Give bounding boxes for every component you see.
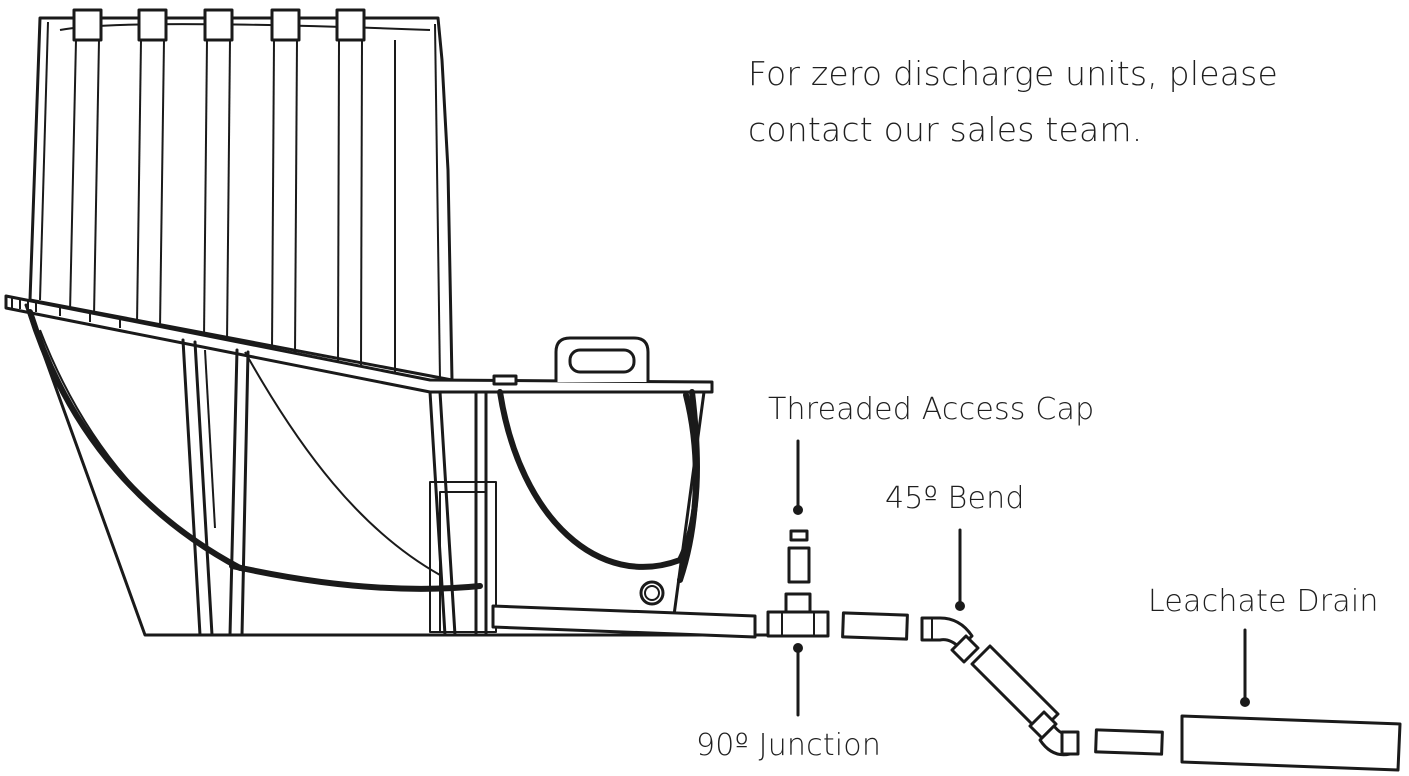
composter-slats bbox=[69, 8, 396, 372]
leachate-drain-label: Leachate Drain bbox=[1148, 584, 1379, 619]
junction-90-fitting bbox=[766, 529, 830, 638]
pipe-segment-1 bbox=[841, 611, 909, 641]
bend-45-fitting-upper bbox=[920, 616, 980, 664]
threaded-access-cap-label: Threaded Access Cap bbox=[768, 392, 1095, 427]
outlet-pipe bbox=[491, 604, 757, 639]
bend-45-fitting-lower bbox=[1028, 710, 1080, 757]
pipe-segment-2 bbox=[1094, 728, 1164, 756]
junction-90-label: 90º Junction bbox=[696, 728, 882, 763]
leader-lines bbox=[793, 439, 1250, 717]
pipe-assembly bbox=[766, 529, 1402, 772]
zero-discharge-note: For zero discharge units, please contact… bbox=[748, 54, 1279, 149]
pipe-diagonal bbox=[970, 644, 1060, 734]
bend-45-label: 45º Bend bbox=[885, 481, 1025, 516]
composter-unit bbox=[4, 8, 772, 639]
composter-ledge bbox=[4, 294, 714, 394]
leachate-drain bbox=[1180, 714, 1402, 772]
